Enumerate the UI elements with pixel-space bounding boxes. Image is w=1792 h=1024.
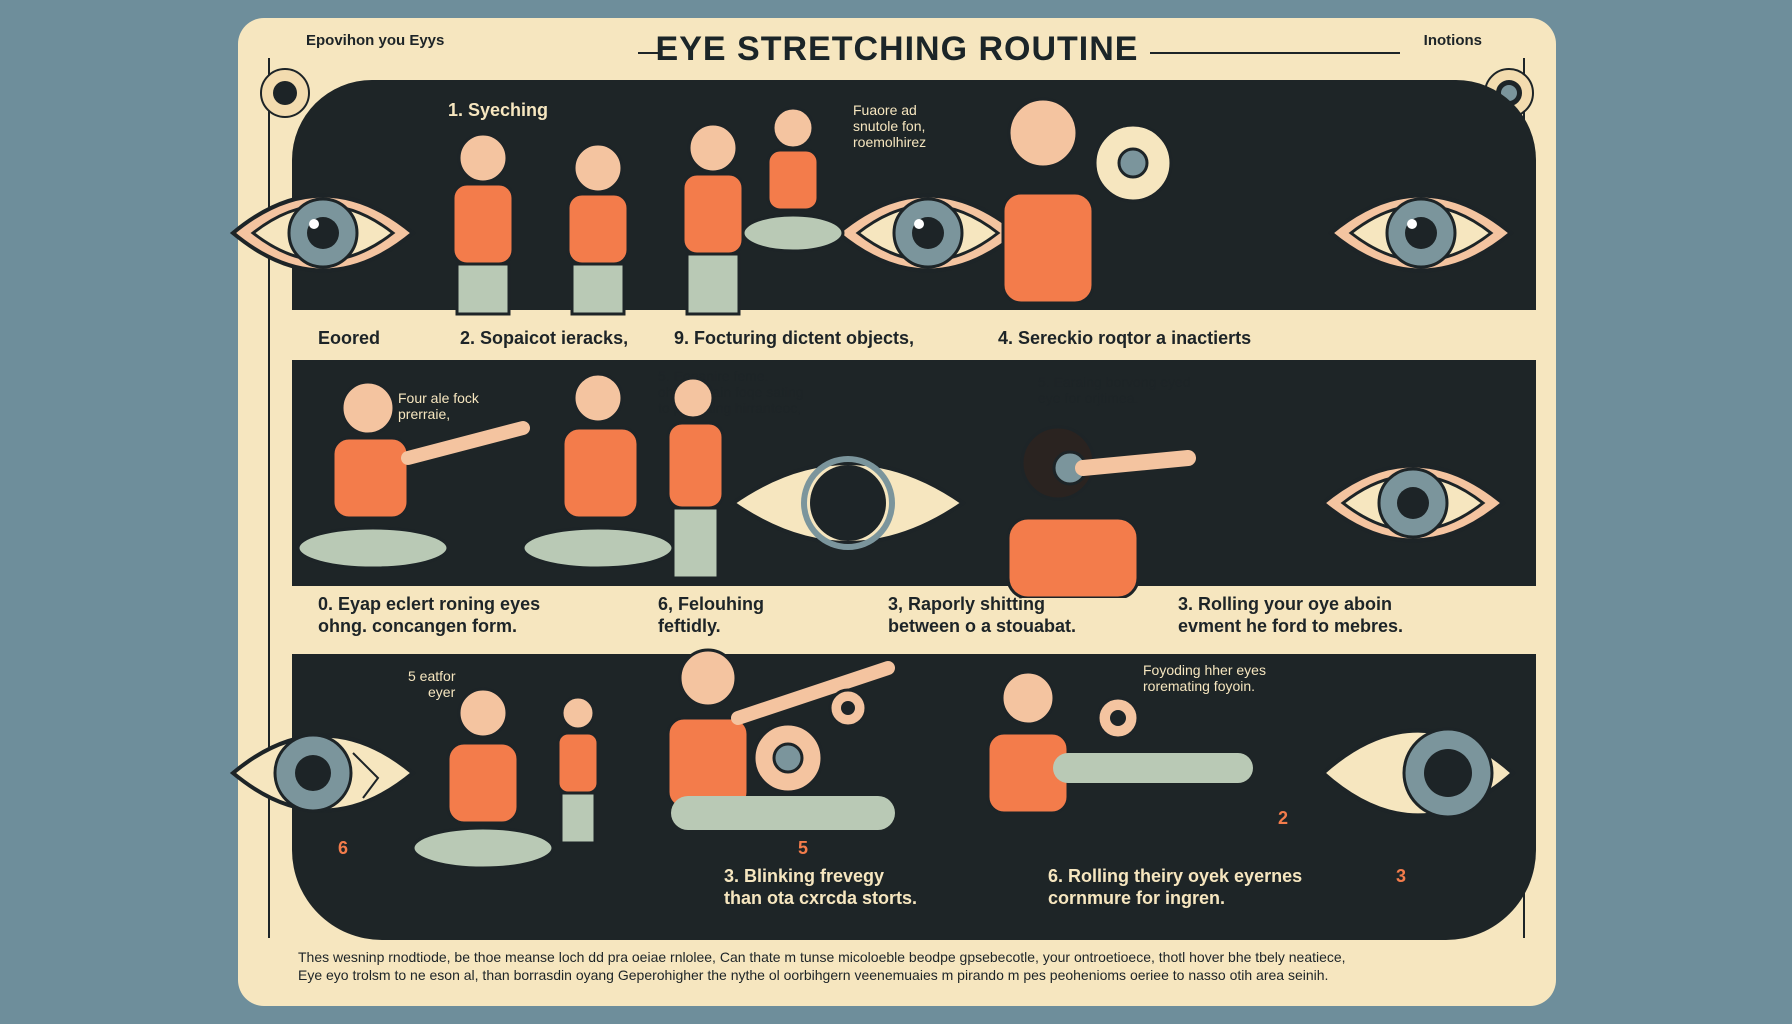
person-holding-eyeball [1001, 97, 1173, 303]
frame-line-left [268, 58, 271, 938]
step-label: between o a stouabat. [888, 616, 1077, 636]
step-note: Foyoding hher eyes [1143, 662, 1266, 678]
eye-illustration [1319, 727, 1517, 819]
step-label: cornmure for ingren. [1048, 888, 1226, 908]
eye-illustration [834, 193, 1022, 273]
step-label: 6. Rolling theiry oyek eyernes [1048, 866, 1303, 886]
person-covering-eyes [451, 122, 745, 316]
poster: Epovihon you Eyys EYE STRETCHING ROUTINE… [229, 18, 1556, 1006]
person-rolling-eyes [986, 670, 1253, 815]
corner-eye-icon [260, 68, 310, 118]
step-label: Eoored [318, 328, 381, 348]
step-label: 0. Eyap eclert roning eyes [318, 594, 541, 614]
footer-text: Thes wesninp rnodtiode, be thoe meanse l… [298, 948, 1496, 984]
pose-note: prerraie, [398, 406, 451, 422]
step-label: feftidly. [658, 616, 721, 636]
step-note: Fuaore ad [853, 102, 917, 118]
step-label: 3. Blinking frevegy [724, 866, 885, 886]
eye-illustration [1319, 463, 1507, 543]
person-seated-reaching [296, 372, 725, 580]
step-note: snutole fon, [853, 118, 926, 134]
person-meditating [411, 687, 600, 870]
header-right: Inotions [1423, 32, 1482, 49]
header-left: Epovihon you Eyys [306, 32, 445, 49]
step-number: 5 [798, 838, 809, 858]
step-label: 3, Raporly shitting [888, 594, 1046, 614]
step-note: 5. Earaing borvong eyed [1038, 374, 1191, 390]
step-note: roemolhirez [853, 134, 927, 150]
large-eye-illustration [729, 456, 967, 550]
tired-eye-illustration [229, 733, 417, 813]
step-number: 6 [338, 838, 349, 858]
footer-line: Eye eyo trolsm to ne eson al, than borra… [298, 967, 1329, 983]
step-label: 4. Sereckio roqtor a inactierts [998, 328, 1252, 348]
step-label: 9. Focturing dictent objects, [674, 328, 915, 348]
title-rule-right [1150, 52, 1400, 54]
page-title: EYE STRETCHING ROUTINE [655, 30, 1139, 68]
divider-band [292, 586, 1536, 654]
person-stretching-arm [666, 648, 895, 830]
step-number: 3 [1396, 866, 1407, 886]
eye-illustration [229, 193, 417, 273]
step-label: than ota cxrcda storts. [724, 888, 918, 908]
step-label: ohng. concangen form. [318, 616, 518, 636]
person-eye-exercise [1006, 425, 1196, 598]
step-label: 2. Sopaicot ieracks, [460, 328, 629, 348]
divider-band [292, 310, 1536, 360]
step-label: evment he ford to mebres. [1178, 616, 1404, 636]
eye-illustration [1327, 193, 1515, 273]
step-label: 3. Rolling your oye aboin [1178, 594, 1393, 614]
step-number: 2 [1278, 808, 1289, 828]
step-label: 6, Felouhing [658, 594, 764, 614]
person-sitting [741, 106, 845, 253]
step-note: 5 eatfor [408, 668, 456, 684]
step-note: eye for orjtimea. [1038, 390, 1139, 406]
title-rule-left [638, 52, 658, 54]
step-note: roremating foyoin. [1143, 678, 1256, 694]
footer-line: Thes wesninp rnodtiode, be thoe meanse l… [298, 949, 1346, 965]
pose-note: Four ale fock [398, 390, 479, 406]
step-note: eyer [428, 684, 456, 700]
step-label: 1. Syeching [448, 100, 549, 120]
